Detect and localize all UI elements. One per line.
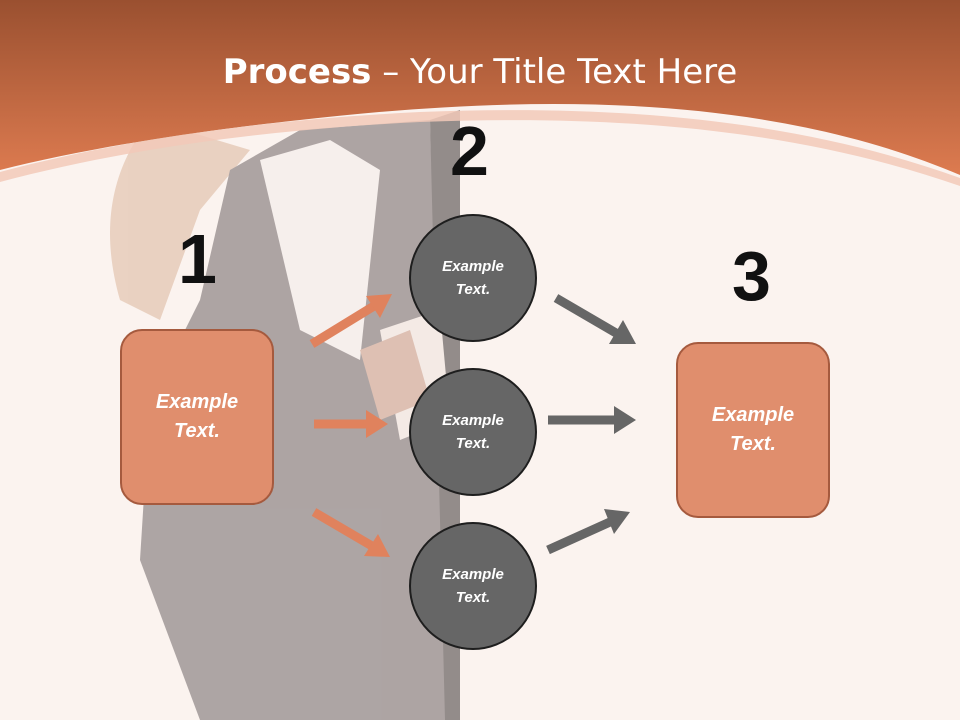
step-number-2: 2 [450,112,489,190]
step-number-3: 3 [732,237,771,315]
header-band [0,0,960,175]
left-box-label: Example Text. [155,391,239,442]
title-bold: Process [222,52,372,92]
step-number-1: 1 [178,220,217,298]
circle-2: Example Text. [409,368,537,496]
header-wave-highlight [0,110,960,186]
circle-3-label: Example Text. [442,566,504,606]
arrow-box1-to-circle2 [314,410,388,438]
arrow-circle3-to-box3 [546,509,630,555]
circle-2-label: Example Text. [442,412,504,452]
right-box: Example Text. [676,342,830,518]
right-box-label: Example Text. [711,404,795,455]
arrow-circle1-to-box3 [553,294,636,344]
circle-1-label: Example Text. [442,258,504,298]
arrow-circle2-to-box3 [548,406,636,434]
slide-title: Process – Your Title Text Here [0,52,960,92]
arrow-box1-to-circle3 [311,508,390,557]
background-person-image [110,110,460,720]
left-box: Example Text. [120,329,274,505]
arrow-box1-to-circle1 [309,294,392,348]
title-rest: – Your Title Text Here [371,52,738,92]
circle-3: Example Text. [409,522,537,650]
circle-1: Example Text. [409,214,537,342]
